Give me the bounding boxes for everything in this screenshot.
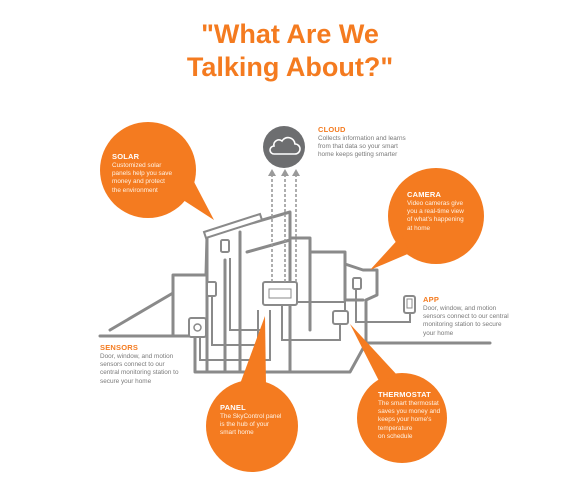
solar-line: the environment	[112, 186, 158, 194]
app-line: monitoring station to secure	[423, 321, 502, 329]
sensors-description: Door, window, and motion sensors connect…	[100, 353, 220, 386]
speech-bubbles	[100, 122, 484, 472]
app-description: Door, window, and motion sensors connect…	[423, 305, 553, 338]
title-line-1: "What Are We	[201, 19, 379, 49]
camera-title: CAMERA	[407, 190, 442, 199]
thermostat-title: THERMOSTAT	[378, 390, 431, 399]
panel-line: The SkyControl panel	[220, 413, 282, 420]
attic-sensor	[220, 239, 230, 253]
camera-line: of what's happening	[407, 216, 464, 224]
solar-line: money and protect	[112, 178, 165, 186]
app-line: sensors connect to our central	[423, 313, 509, 321]
app-line: Door, window, and motion	[423, 305, 497, 312]
sensors-line: secure your home	[100, 377, 152, 385]
cloud-connection-arrows	[271, 172, 297, 282]
camera-line: you a real-time view	[407, 208, 464, 216]
cloud-title: CLOUD	[318, 125, 346, 134]
panel-line: smart home	[220, 429, 254, 437]
cloud-line: home keeps getting smarter	[318, 151, 398, 159]
sensors-title: SENSORS	[100, 343, 139, 352]
cloud-line: from that data so your smart	[318, 143, 398, 151]
thermostat-device	[332, 310, 349, 325]
cloud-description: Collects information and learns from tha…	[318, 135, 448, 160]
thermostat-line: The smart thermostat	[378, 400, 439, 407]
thermostat-line: temperature	[378, 424, 413, 432]
panel-title: PANEL	[220, 403, 246, 412]
thermostat-line: on schedule	[378, 432, 413, 440]
thermostat-bubble	[357, 373, 447, 463]
app-title: APP	[423, 295, 440, 304]
page-title: "What Are We Talking About?"	[0, 18, 580, 84]
camera-device	[352, 277, 362, 290]
cloud-icon	[269, 136, 301, 155]
thermostat-description: The smart thermostat saves you money and…	[378, 400, 453, 441]
solar-description: Customized solar panels help you save mo…	[112, 162, 192, 195]
solar-line: panels help you save	[112, 170, 173, 178]
panel-description: The SkyControl panel is the hub of your …	[220, 413, 300, 438]
camera-line: Video cameras give	[407, 200, 464, 207]
solar-line: Customized solar	[112, 162, 162, 169]
camera-description: Video cameras give you a real-time view …	[407, 200, 487, 233]
sensors-line: Door, window, and motion	[100, 353, 174, 360]
solar-panel	[202, 212, 264, 240]
sensors-line: central monitoring station to	[100, 369, 179, 377]
sensors-line: sensors connect to our	[100, 361, 165, 369]
panel-bubble	[206, 380, 298, 472]
thermostat-line: saves you money and	[378, 408, 441, 416]
devices	[188, 239, 416, 338]
camera-bubble	[388, 168, 484, 264]
cloud-circle	[263, 126, 305, 168]
thermostat-line: keeps your home's	[378, 416, 432, 424]
sensor-device	[188, 317, 207, 338]
control-panel-device	[262, 281, 298, 306]
app-line: your home	[423, 329, 454, 337]
solar-bubble	[100, 122, 196, 218]
cloud-line: Collects information and learns	[318, 135, 406, 142]
wall-sensor	[206, 281, 217, 297]
arrow-heads	[268, 169, 300, 176]
camera-line: at home	[407, 224, 431, 232]
title-line-2: Talking About?"	[186, 52, 394, 82]
panel-line: is the hub of your	[220, 421, 270, 429]
solar-title: SOLAR	[112, 152, 140, 161]
